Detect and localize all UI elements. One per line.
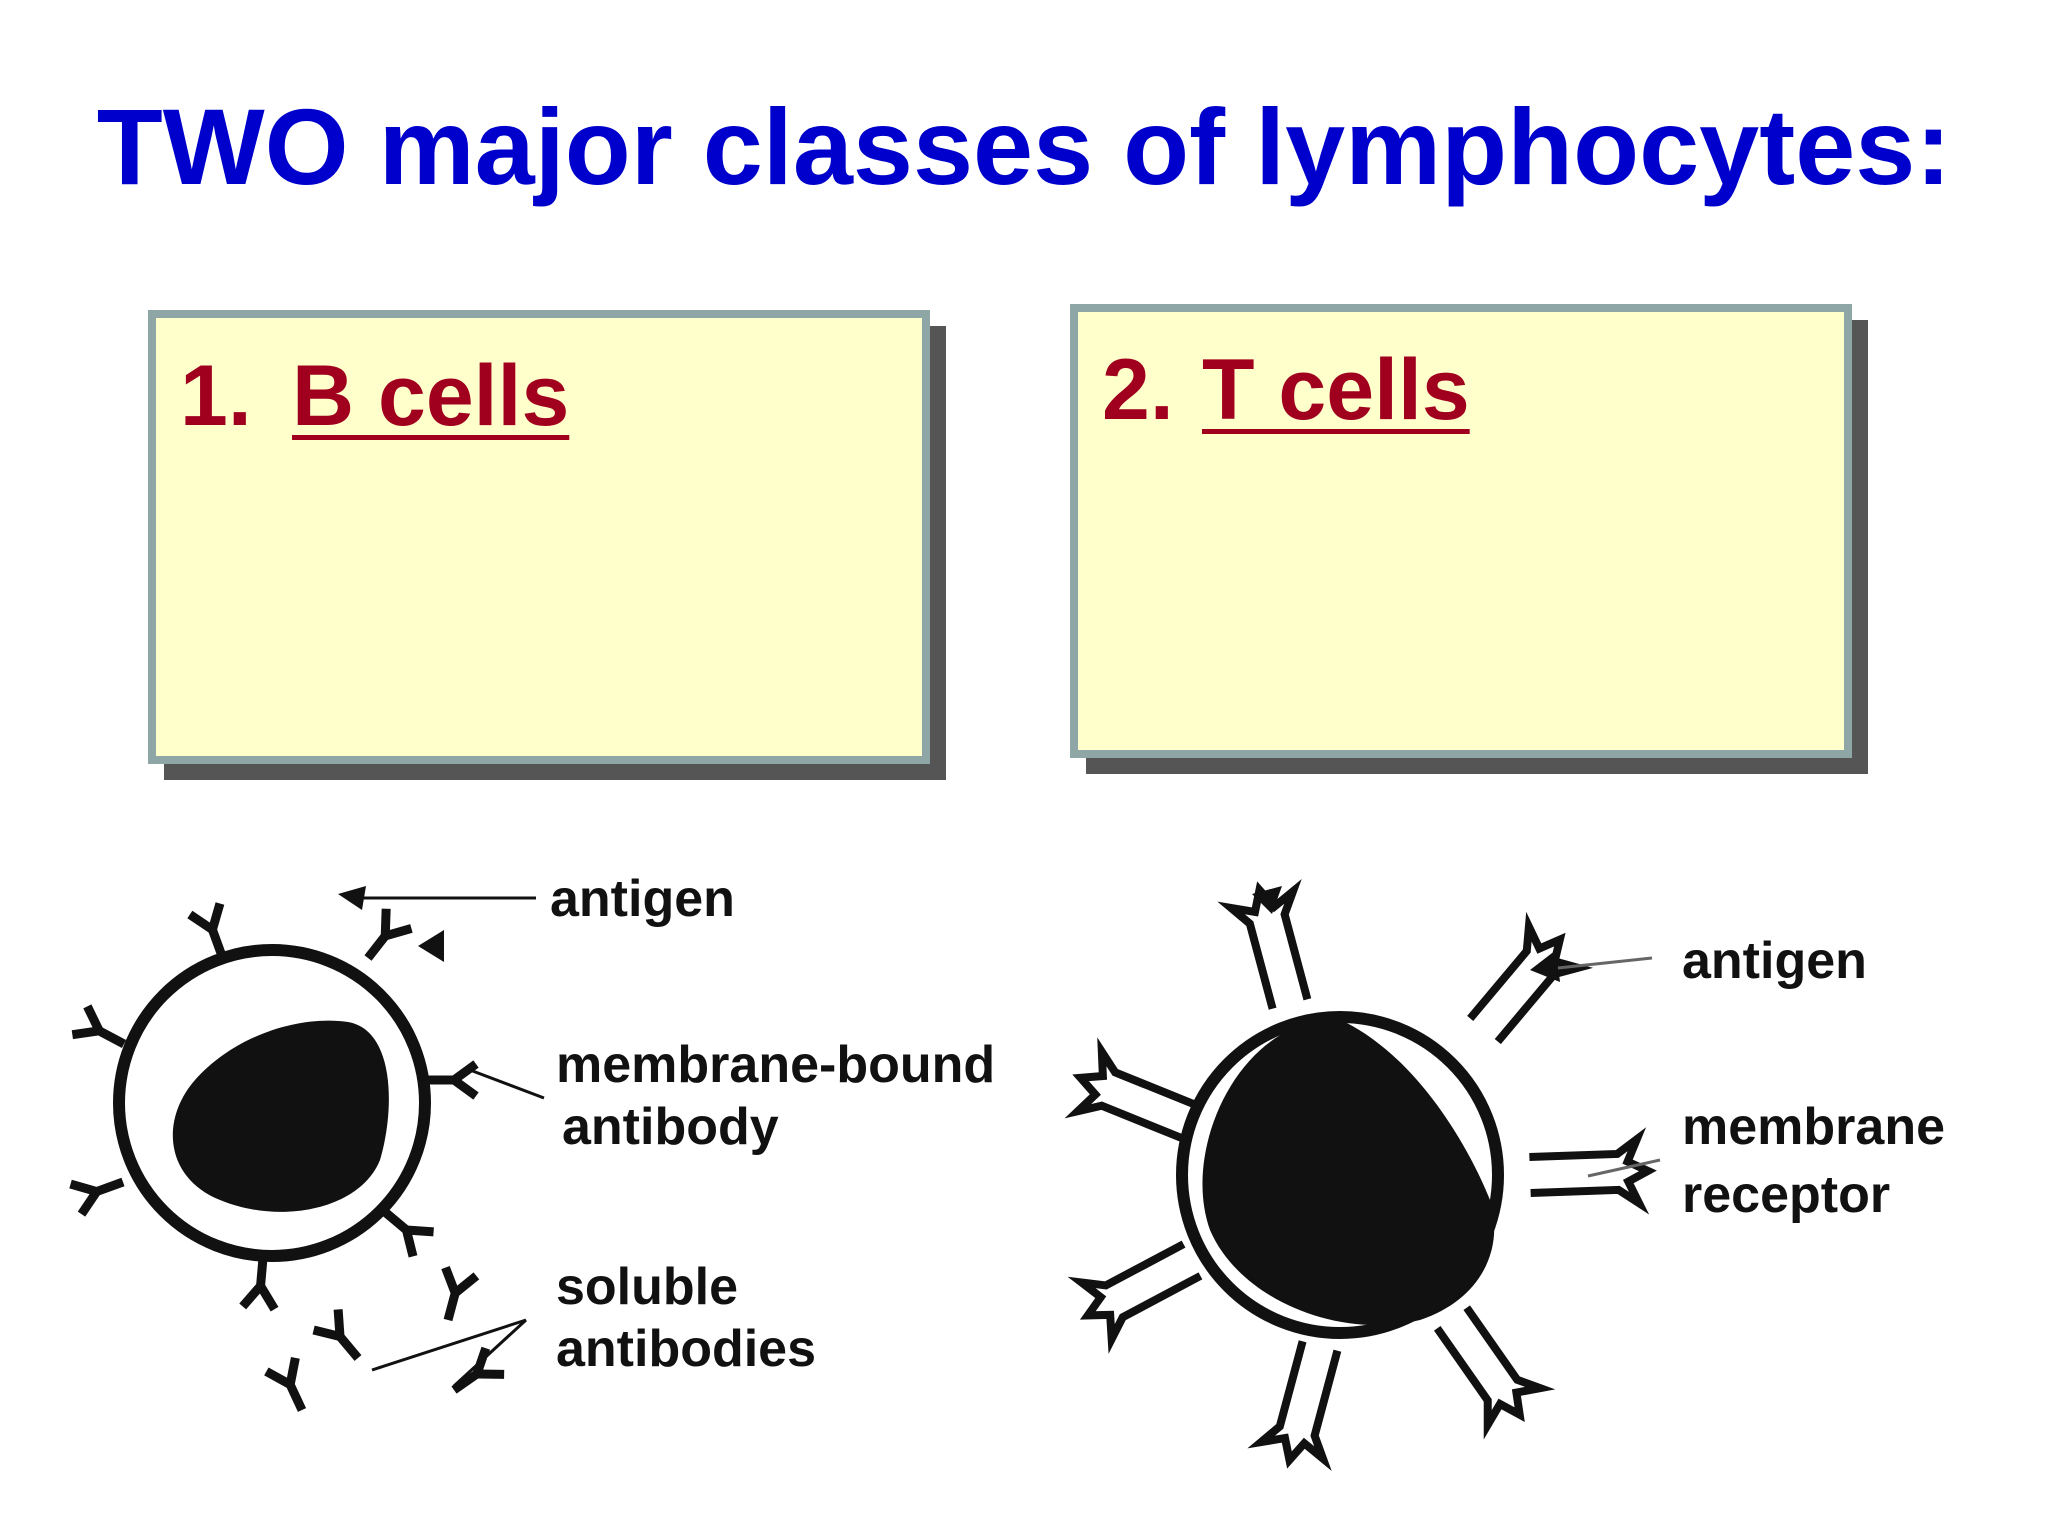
b-cell-membrane-antibody-label-2: antibody — [562, 1098, 779, 1156]
soluble-leader-line-a — [371, 1318, 527, 1372]
b-cell-soluble-label-1: soluble — [556, 1258, 739, 1316]
b-cells-heading: 1. B cells — [180, 346, 569, 446]
slide-title: TWO major classes of lymphocytes: — [96, 86, 1952, 207]
t-cells-box: 2. T cells — [1070, 304, 1852, 758]
t-cells-name: T cells — [1202, 342, 1470, 438]
b-cell-nucleus — [172, 1020, 389, 1212]
t-cell-antigen-label: antigen — [1682, 932, 1867, 990]
t-cell-receptor-label-2: receptor — [1682, 1166, 1891, 1224]
b-cell-antigen-a — [338, 886, 366, 910]
b-cells-box: 1. B cells — [148, 310, 930, 764]
b-cells-number: 1. — [180, 348, 252, 444]
soluble-leader-line-b — [452, 1318, 528, 1388]
t-cells-number: 2. — [1102, 342, 1174, 438]
t-cell-nucleus — [1202, 1020, 1495, 1326]
b-cells-name: B cells — [292, 348, 570, 444]
b-cell-antigen-label: antigen — [550, 870, 735, 928]
b-cell-membrane-antibody-label-1: membrane-bound — [556, 1036, 996, 1094]
t-cell-antigen-a — [1252, 886, 1282, 914]
receptor-leader-line — [1587, 1158, 1661, 1178]
t-cells-heading: 2. T cells — [1102, 340, 1470, 440]
t-cell-antigen-b — [1530, 950, 1560, 982]
t-antigen-leader-line — [1557, 956, 1653, 970]
b-cell-antigen-b — [418, 930, 444, 962]
membrane-antibody-leader-line — [469, 1068, 545, 1100]
t-cell-receptor-label-1: membrane — [1682, 1098, 1945, 1156]
b-cell-soluble-label-2: antibodies — [556, 1320, 817, 1378]
